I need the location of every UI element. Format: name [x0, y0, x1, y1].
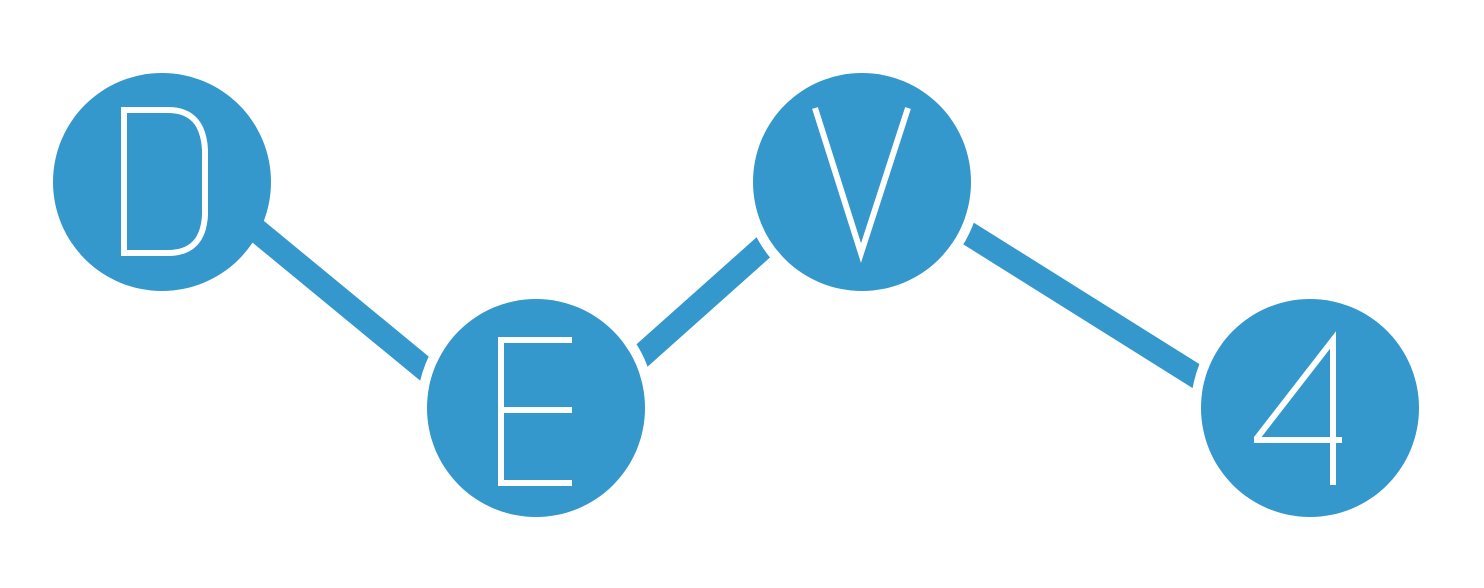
node-4-circle	[1201, 299, 1419, 517]
connector-e-v	[620, 219, 793, 377]
letter-e-glyph	[498, 337, 572, 486]
connector-d-e	[242, 215, 456, 398]
letter-v: V	[0, 0, 1, 1]
node-v-circle	[753, 73, 971, 291]
node-d: D	[0, 0, 271, 291]
letter-e: E	[0, 0, 1, 1]
node-e: E	[0, 0, 655, 527]
connector-v-4	[948, 214, 1222, 399]
node-v: V	[0, 0, 981, 301]
letter-4: 4	[0, 0, 1, 1]
letter-v-glyph	[812, 107, 911, 263]
letter-d: D	[0, 0, 1, 1]
letter-4-glyph	[1254, 331, 1342, 485]
letter-d-glyph	[121, 107, 208, 256]
node-d-circle	[53, 73, 271, 291]
node-4: 4	[0, 0, 1419, 517]
